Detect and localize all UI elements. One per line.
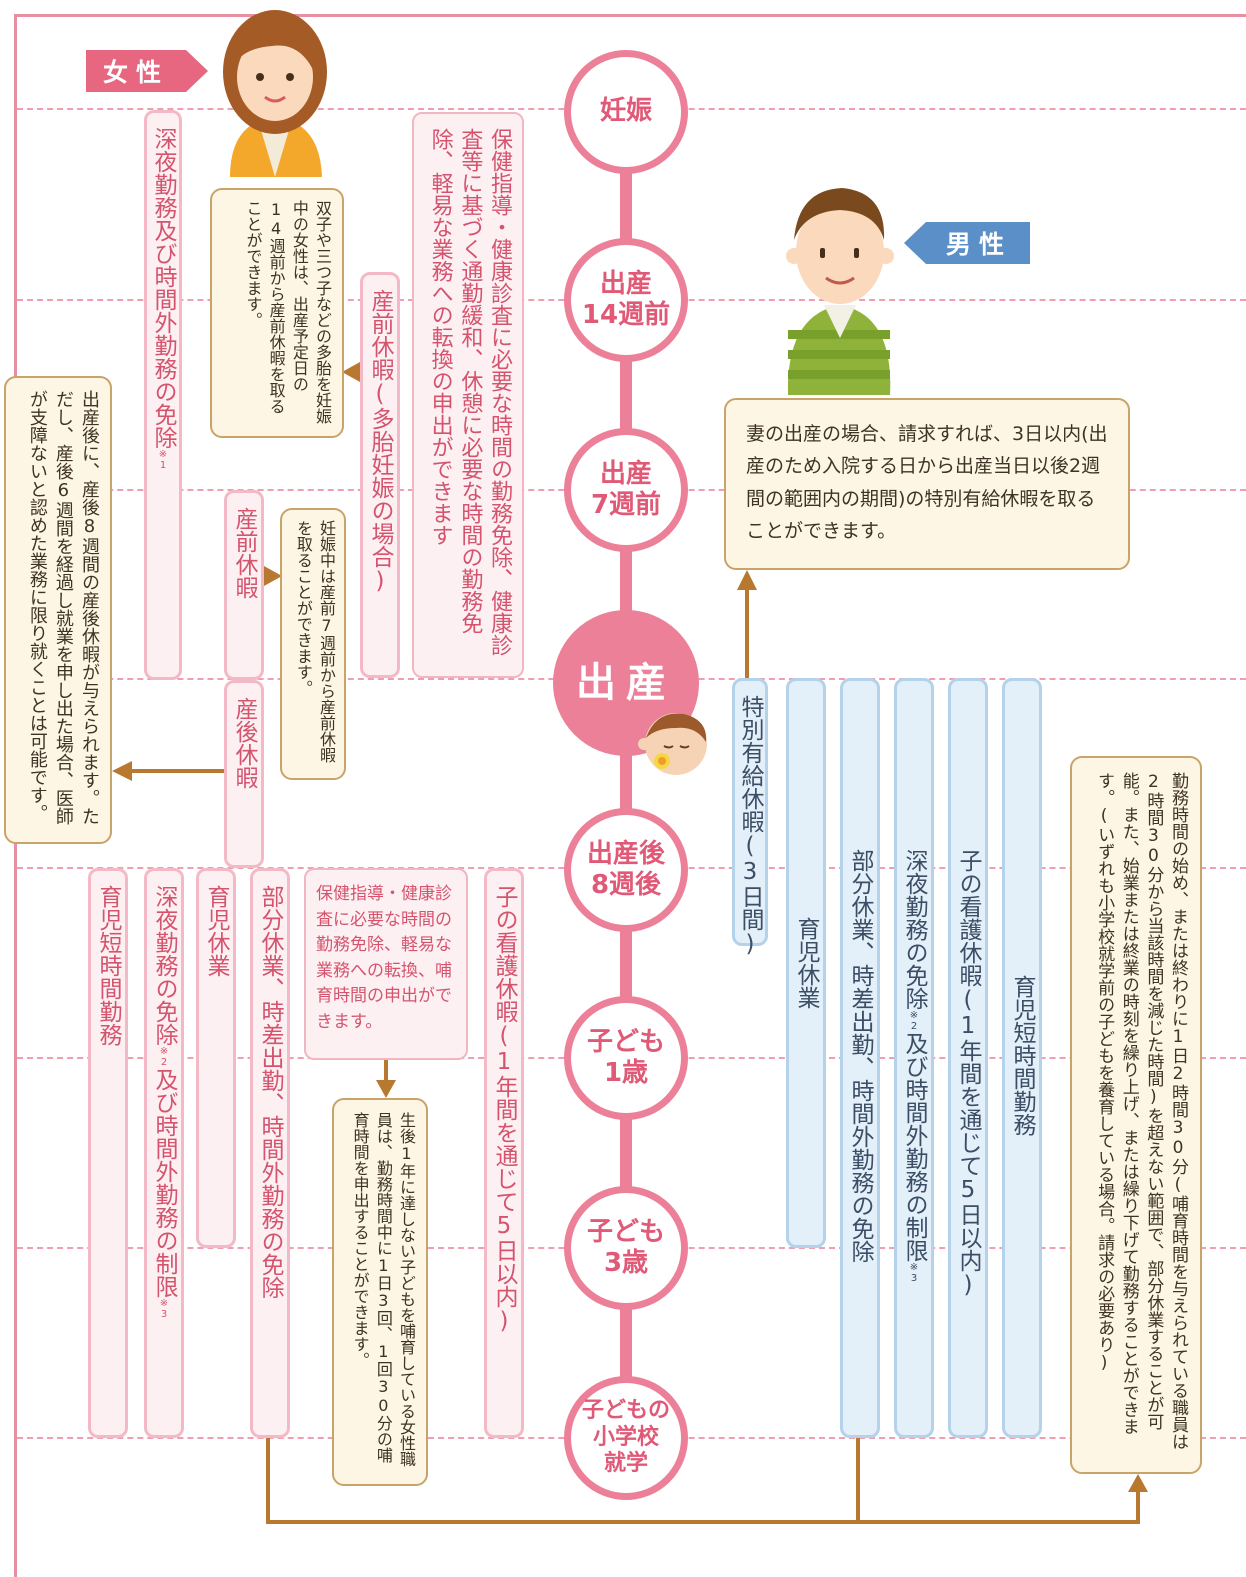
arrow-down-icon	[376, 1080, 396, 1098]
column-label: 子の看護休暇(1年間を通じて5日以内)	[491, 885, 517, 1334]
footnote-mark: ※3	[158, 1298, 170, 1320]
female-prenatal-leave-column: 産前休暇	[224, 490, 264, 680]
footnote-mark: ※2	[158, 1046, 170, 1068]
arrow-left-icon	[112, 761, 132, 781]
stage-label: 出産	[576, 660, 676, 706]
note-text: 出産後に、産後8週間の産後休暇が与えられます。ただし、産後6週間を経過し就業を申…	[26, 390, 100, 825]
note-text: 生後1年に達しない子どもを哺育している女性職員は、勤務時間中に1日3回、1回30…	[350, 1112, 416, 1467]
male-partial-leave-column: 部分休業、時差出勤、時間外勤務の免除	[840, 678, 880, 1438]
stage-label: 出産後 8週後	[586, 838, 665, 900]
stage-7w-before: 出産 7週前	[564, 428, 688, 552]
stage-label: 出産 14週前	[581, 268, 671, 330]
column-label: 育児休業	[793, 917, 819, 1009]
box-text: 保健指導・健康診査に必要な時間の勤務免除、健康診査等に基づく通勤緩和、休憩に必要…	[427, 128, 512, 656]
stage-child-school: 子どもの 小学校 就学	[564, 1376, 688, 1500]
footnote-mark: ※2	[908, 1010, 920, 1032]
connector-line-left	[266, 1438, 270, 1524]
arrow-up-icon	[737, 570, 757, 590]
footnote-mark: ※3	[908, 1262, 920, 1284]
male-child-care-days-column: 子の看護休暇(1年間を通じて5日以内)	[948, 678, 988, 1438]
column-label: 子の看護休暇(1年間を通じて5日以内)	[955, 849, 981, 1298]
arrow-left-icon	[342, 362, 360, 382]
frame-top-border	[14, 14, 1246, 17]
male-short-hours-column: 育児短時間勤務	[1002, 678, 1042, 1438]
stage-pregnancy: 妊娠	[564, 50, 688, 174]
stage-birth: 出産	[553, 610, 699, 756]
column-label: 産前休暇	[231, 507, 257, 599]
female-postnatal-leave-column: 産後休暇	[224, 680, 264, 868]
arrow-line	[745, 588, 749, 680]
arrow-line	[384, 1060, 388, 1082]
note-text: 勤務時間の始め、または終わりに1日2時間30分(哺育時間を与えられている職員は2…	[1094, 772, 1188, 1450]
stage-child-1y: 子ども 1歳	[564, 996, 688, 1120]
column-label: 及び時間外勤務の制限	[151, 1068, 177, 1298]
connector-line-right	[1136, 1490, 1140, 1524]
baby-icon	[638, 713, 707, 775]
male-tag: 男性	[904, 222, 1030, 264]
column-label: 及び時間外勤務の制限	[901, 1032, 927, 1262]
column-label: 部分休業、時差出勤、時間外勤務の免除	[257, 885, 283, 1299]
column-label: 育児短時間勤務	[1009, 975, 1035, 1136]
connector-line-middle	[856, 1438, 860, 1524]
female-postnatal-note: 出産後に、産後8週間の産後休暇が与えられます。ただし、産後6週間を経過し就業を申…	[4, 376, 112, 844]
female-child-care-days-column: 子の看護休暇(1年間を通じて5日以内)	[484, 868, 524, 1438]
arrow-up-icon	[1128, 1474, 1148, 1492]
female-multiple-note: 双子や三つ子などの多胎を妊娠中の女性は、出産予定日の14週前から産前休暇を取るこ…	[210, 188, 344, 438]
stage-label: 妊娠	[599, 96, 652, 127]
arrow-right-icon	[264, 566, 282, 586]
male-short-hours-note: 勤務時間の始め、または終わりに1日2時間30分(哺育時間を与えられている職員は2…	[1070, 756, 1202, 1474]
column-label: 育児休業	[203, 885, 229, 977]
male-special-leave-column: 特別有給休暇(3日間)	[732, 678, 768, 957]
note-text: 妊娠中は産前7週前から産前休暇を取ることができます。	[293, 520, 336, 763]
stage-label: 出産 7週前	[590, 458, 662, 520]
column-label: 産前休暇(多胎妊娠の場合)	[367, 289, 393, 594]
female-short-hours-column: 育児短時間勤務	[88, 868, 128, 1438]
box-text: 保健指導・健康診査に必要な時間の勤務免除、軽易な業務への転換、哺育時間の申出がで…	[316, 884, 452, 1032]
connector-line-bottom	[266, 1520, 1140, 1524]
footnote-mark: ※1	[157, 449, 169, 471]
column-label: 深夜勤務の免除	[151, 885, 177, 1046]
stage-label: 子ども 1歳	[586, 1026, 665, 1088]
stage-14w-before: 出産 14週前	[564, 238, 688, 362]
column-label: 部分休業、時差出勤、時間外勤務の免除	[847, 849, 873, 1263]
column-label: 深夜勤務及び時間外勤務の免除	[150, 127, 176, 449]
female-tag: 女性	[86, 50, 208, 92]
column-label: 深夜勤務の免除	[901, 849, 927, 1010]
female-childcare-leave-column: 育児休業	[196, 868, 236, 1248]
column-label: 産後休暇	[231, 697, 257, 789]
stage-child-3y: 子ども 3歳	[564, 1186, 688, 1310]
female-prenatal-multiple-column: 産前休暇(多胎妊娠の場合)	[360, 272, 400, 678]
female-person-icon	[223, 10, 327, 177]
column-label: 特別有給休暇(3日間)	[737, 695, 763, 957]
arrow-line	[128, 769, 224, 773]
female-tag-label: 女性	[102, 58, 169, 87]
female-health-guidance-after-box: 保健指導・健康診査に必要な時間の勤務免除、軽易な業務への転換、哺育時間の申出がで…	[304, 868, 468, 1060]
note-text: 妻の出産の場合、請求すれば、3日以内(出産のため入院する日から出産当日以後2週間…	[746, 423, 1108, 542]
male-person-icon	[786, 188, 894, 395]
female-late-night-exemption-column: 深夜勤務及び時間外勤務の免除※1	[144, 110, 182, 680]
female-health-guidance-box: 保健指導・健康診査に必要な時間の勤務免除、健康診査等に基づく通勤緩和、休憩に必要…	[412, 112, 524, 678]
male-childcare-leave-column: 育児休業	[786, 678, 826, 1248]
stage-label: 子ども 3歳	[586, 1216, 665, 1278]
female-partial-leave-column: 部分休業、時差出勤、時間外勤務の免除	[250, 868, 290, 1438]
column-label: 育児短時間勤務	[95, 885, 121, 1046]
male-tag-label: 男性	[945, 230, 1012, 259]
stage-8w-after: 出産後 8週後	[564, 808, 688, 932]
note-text: 双子や三つ子などの多胎を妊娠中の女性は、出産予定日の14週前から産前休暇を取るこ…	[243, 200, 332, 424]
female-nursing-note: 生後1年に達しない子どもを哺育している女性職員は、勤務時間中に1日3回、1回30…	[332, 1098, 428, 1486]
female-prenatal-note: 妊娠中は産前7週前から産前休暇を取ることができます。	[280, 508, 346, 780]
male-special-leave-note: 妻の出産の場合、請求すれば、3日以内(出産のため入院する日から出産当日以後2週間…	[724, 398, 1130, 570]
stage-label: 子どもの 小学校 就学	[581, 1398, 670, 1477]
